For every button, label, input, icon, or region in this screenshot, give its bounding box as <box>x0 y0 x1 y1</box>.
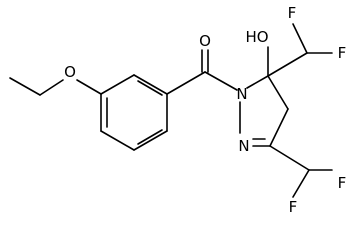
atom-f-bottom-left: F <box>289 198 298 216</box>
bond-ring-3 <box>133 130 168 151</box>
bond-n1-c5 <box>246 75 269 89</box>
bonds <box>9 23 333 198</box>
bond-ring-inner-c <box>137 80 163 96</box>
bond-chf2-bottom-f-down <box>292 169 310 198</box>
bond-ch2-o-ether <box>39 79 64 96</box>
bond-c3-chf2-bottom <box>269 145 310 171</box>
atom-o-ether: O <box>64 63 76 81</box>
bond-aryl-carbonyl <box>166 71 206 95</box>
atom-o-carbonyl: O <box>199 32 211 50</box>
bond-ring-2 <box>100 130 135 151</box>
bond-ch3-ch2 <box>9 77 41 96</box>
atom-n1: N <box>236 85 247 103</box>
bond-c5-c4 <box>267 75 289 110</box>
bond-ring-6 <box>100 74 135 95</box>
bond-o-ether-aryl <box>76 79 102 95</box>
chemical-structure: O O HO N N F F F F <box>9 4 346 216</box>
bond-c4-c3 <box>269 108 289 147</box>
atom-f-bottom-right: F <box>338 174 347 192</box>
bond-ring-5 <box>133 74 168 95</box>
atom-n2: N <box>238 137 249 155</box>
bond-chf2-top-f-up <box>292 23 308 54</box>
bond-ring-inner-b <box>137 129 163 145</box>
bond-c5-chf2-top <box>267 52 308 77</box>
atom-labels: O O HO N N F F F F <box>64 4 346 216</box>
bond-carbonyl-n1 <box>204 71 238 91</box>
atom-f-top-left: F <box>288 4 297 22</box>
atom-hydroxyl: HO <box>245 28 268 46</box>
atom-f-top-right: F <box>338 44 347 62</box>
